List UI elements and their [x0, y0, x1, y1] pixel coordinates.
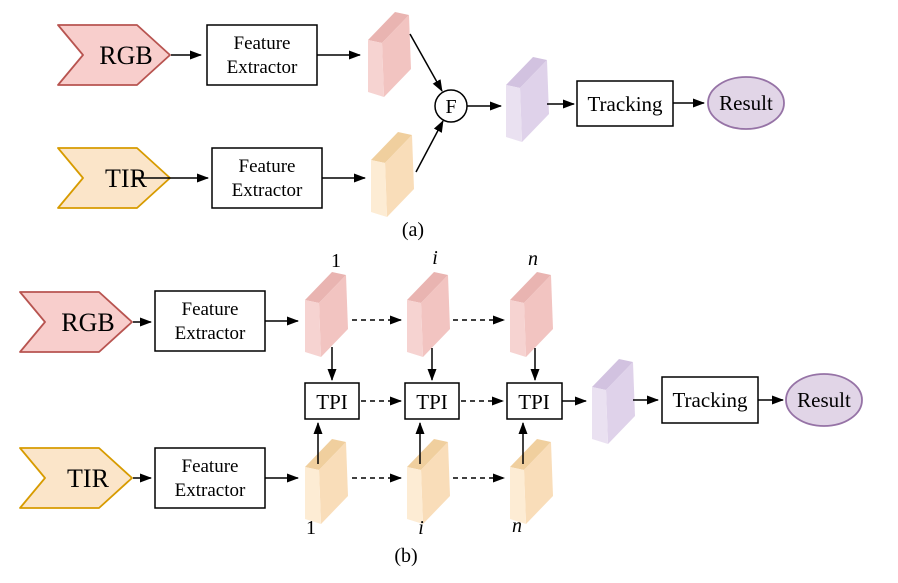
rgb-input-label: RGB: [99, 41, 152, 70]
tpi-box-1: [304, 382, 360, 420]
panel-b: RGB TIR Feature Extractor Feature Extrac…: [19, 247, 863, 567]
fusion-label: F: [445, 96, 456, 118]
rgb-feature-map-n: [510, 272, 553, 357]
tir-feature-map-1: [305, 439, 348, 524]
rgb-feature-map-1: [305, 272, 348, 357]
feature-extractor-label-line1: Feature: [182, 299, 239, 320]
rgb-input-label: RGB: [61, 308, 114, 337]
feature-extractor-label-line2: Extractor: [232, 180, 303, 201]
result-label: Result: [719, 91, 773, 115]
panel-b-caption: (b): [394, 545, 417, 567]
tracking-box: [661, 376, 759, 424]
rgb-feature-map-i: [407, 272, 450, 357]
feature-extractor-box-rgb: [206, 24, 318, 86]
frame-index-label: n: [528, 248, 538, 270]
tpi-box-i: [404, 382, 460, 420]
feature-extractor-box-tir: [211, 147, 323, 209]
frame-index-label: 1: [306, 517, 316, 539]
tpi-label: TPI: [316, 390, 348, 414]
feature-extractor-box-tir: [154, 447, 266, 509]
arrow-tir-map-to-fusion: [415, 120, 444, 173]
frame-index-label: n: [512, 515, 522, 537]
result-node: [707, 76, 785, 130]
rgb-feature-map: [368, 12, 411, 97]
frame-index-label: i: [432, 247, 438, 269]
arrow-rgb-map-to-fusion: [409, 33, 443, 92]
tracking-label: Tracking: [587, 92, 663, 116]
feature-extractor-label-line1: Feature: [234, 33, 291, 54]
fused-feature-map: [592, 359, 635, 444]
frame-index-label: 1: [331, 250, 341, 272]
tir-feature-map: [371, 132, 414, 217]
panel-a-caption: (a): [402, 219, 424, 241]
tpi-label: TPI: [518, 390, 550, 414]
tir-feature-map-n: [510, 439, 553, 524]
tir-input-label: TIR: [67, 464, 110, 493]
feature-extractor-label-line2: Extractor: [227, 57, 298, 78]
fused-feature-map: [506, 57, 549, 142]
tpi-box-n: [506, 382, 563, 420]
feature-extractor-label-line2: Extractor: [175, 480, 246, 501]
result-node: [785, 373, 863, 427]
result-label: Result: [797, 388, 851, 412]
frame-index-label: i: [418, 517, 424, 539]
feature-extractor-label-line2: Extractor: [175, 323, 246, 344]
feature-extractor-label-line1: Feature: [182, 456, 239, 477]
tracking-label: Tracking: [672, 388, 748, 412]
panel-a: RGB TIR Feature Extractor Feature Extrac…: [57, 12, 785, 241]
feature-extractor-label-line1: Feature: [239, 156, 296, 177]
tir-feature-map-i: [407, 439, 450, 524]
tpi-label: TPI: [416, 390, 448, 414]
